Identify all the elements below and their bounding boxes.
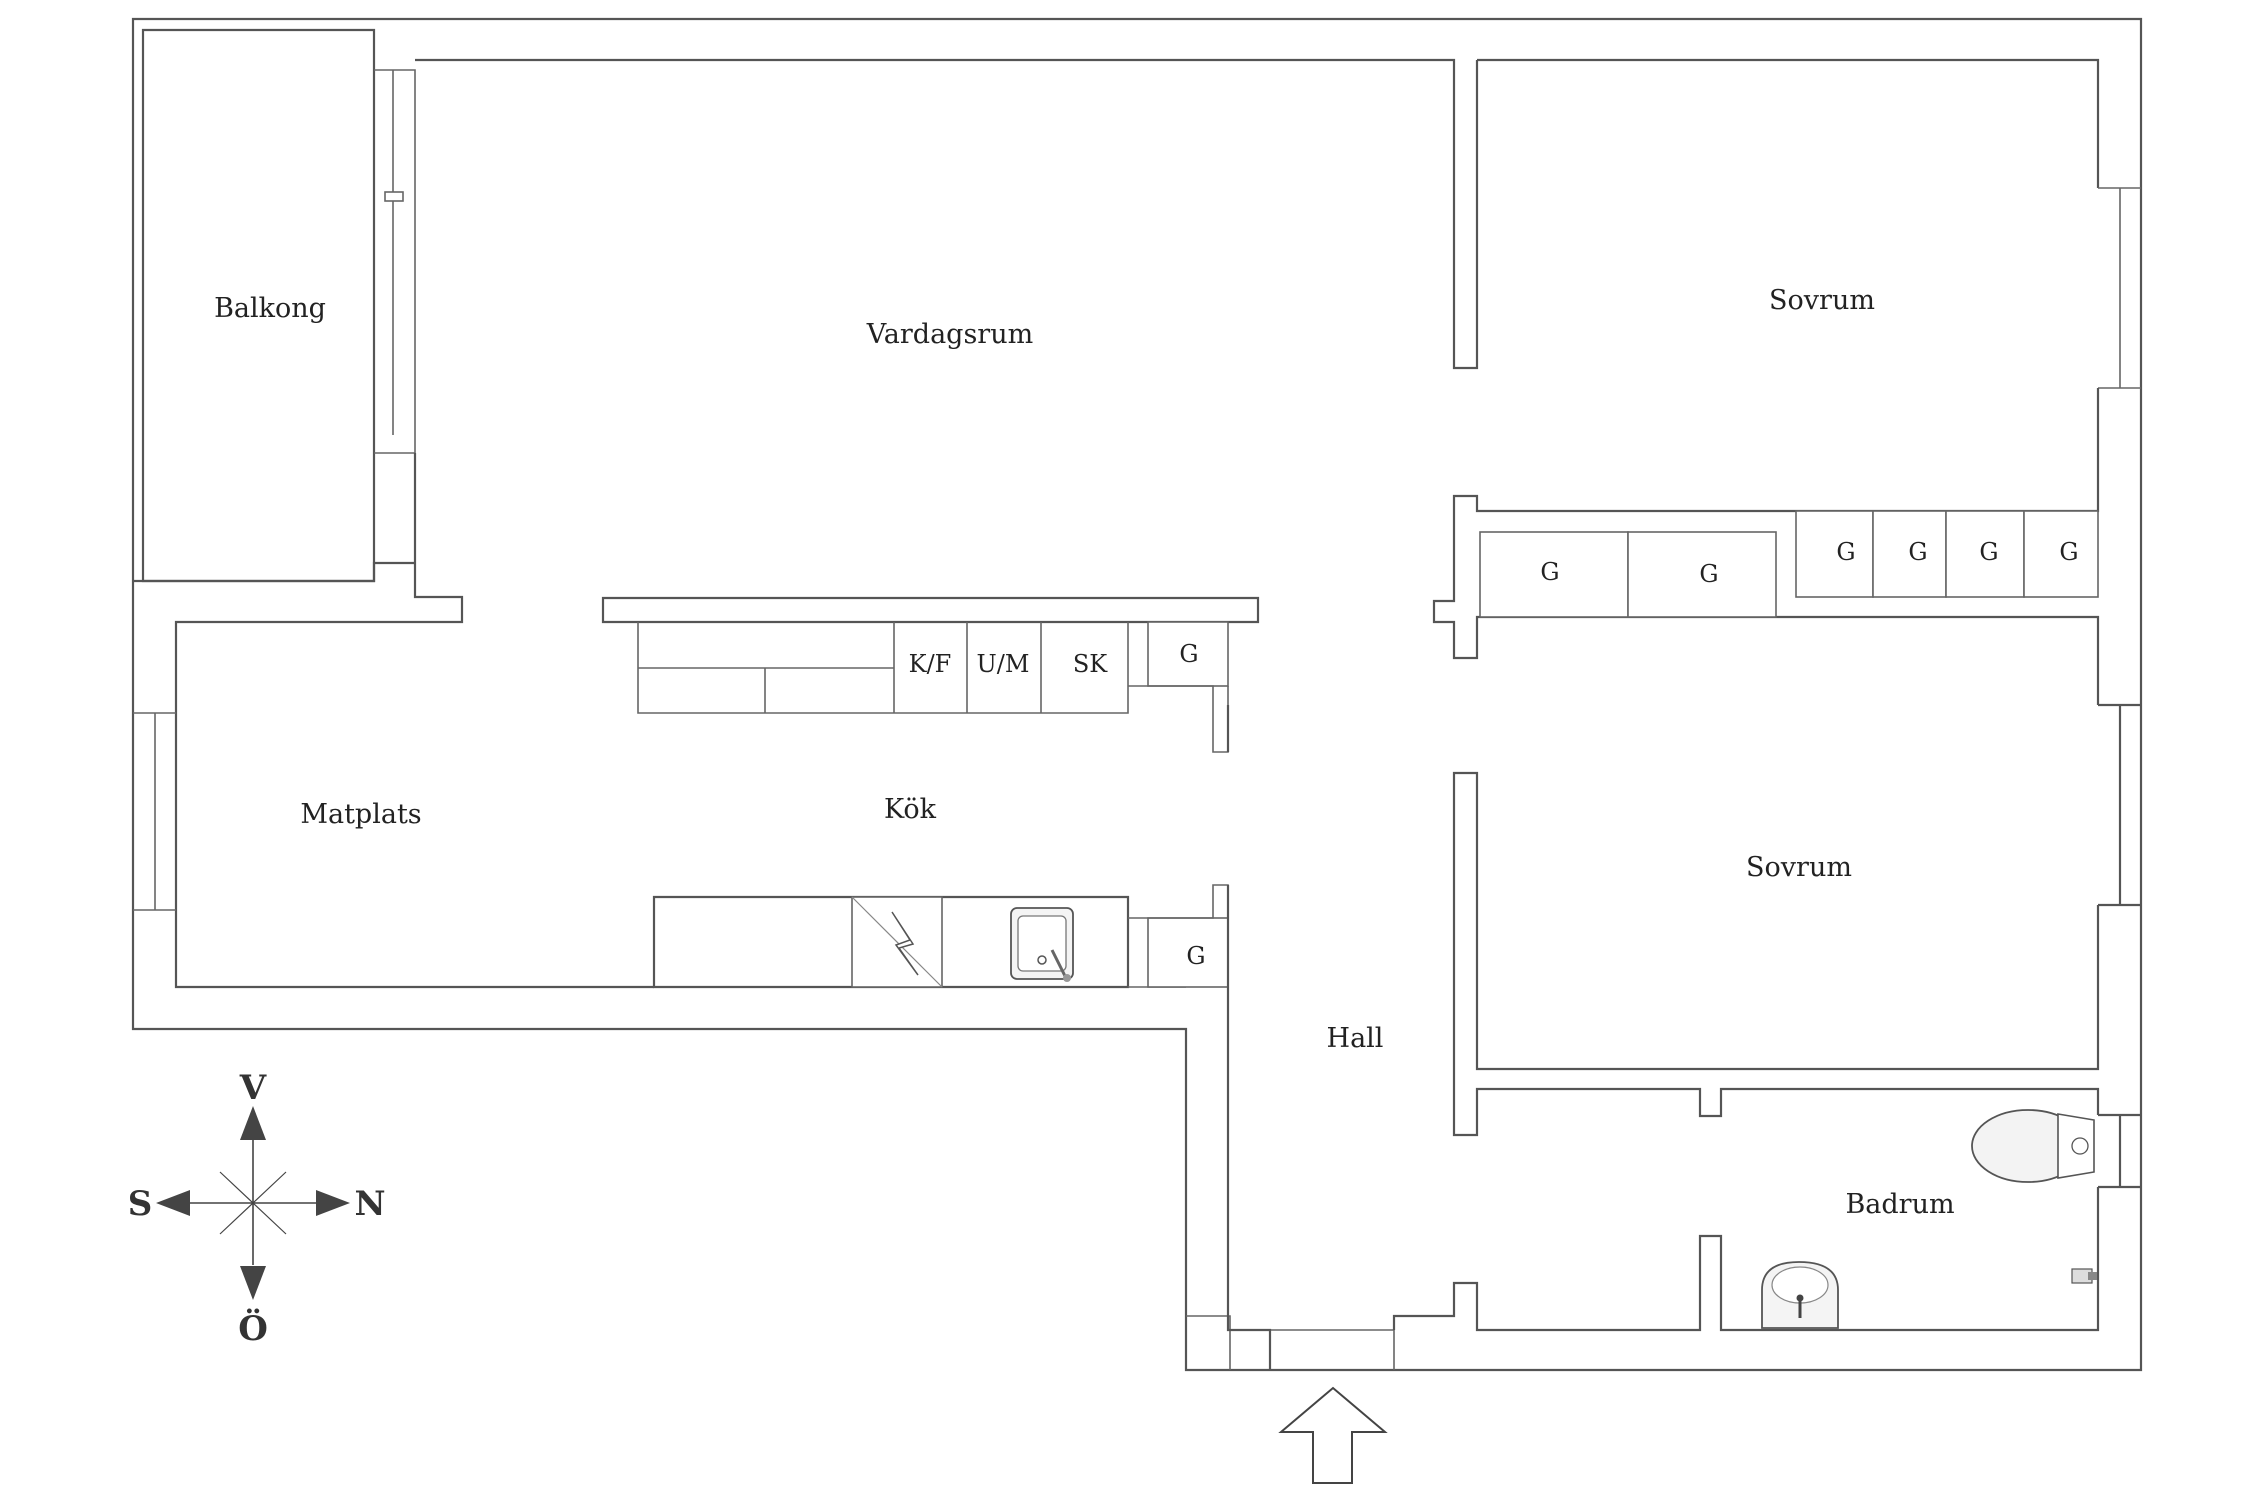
closet-label: G — [1699, 560, 1718, 588]
room-label-vardagsrum: Vardagsrum — [866, 319, 1033, 350]
room-label-sovrum-bottom: Sovrum — [1746, 852, 1852, 883]
closet-label: G — [1186, 942, 1205, 970]
kitchen-sink-icon — [1010, 907, 1074, 982]
outer-walls — [131, 17, 2143, 1372]
top-bedroom-walls — [1432, 58, 2141, 705]
bottom-bedroom-walls — [1452, 703, 2141, 1137]
stove-icon — [851, 896, 943, 988]
shower-valve-icon — [2071, 1268, 2097, 1284]
closets: G G G G G G — [1479, 510, 2099, 618]
closet-label: G — [1540, 558, 1559, 586]
compass-north-label: N — [354, 1184, 385, 1224]
room-labels: Balkong Vardagsrum Sovrum Matplats Kök S… — [214, 285, 1955, 1220]
room-label-balkong: Balkong — [214, 293, 326, 324]
room-label-sovrum-top: Sovrum — [1769, 285, 1875, 316]
room-label-badrum: Badrum — [1845, 1189, 1954, 1220]
compass-rose-icon: V Ö S N — [128, 1068, 386, 1349]
washbasin-icon — [1761, 1261, 1839, 1329]
fridge-freezer-label: K/F — [909, 650, 952, 678]
toilet-icon — [1971, 1109, 2095, 1183]
room-label-kok: Kök — [884, 794, 937, 825]
kitchen-upper-counter: K/F U/M SK G — [601, 596, 1260, 753]
room-label-hall: Hall — [1327, 1023, 1384, 1054]
compass-west-label: V — [239, 1068, 267, 1108]
compass-south-label: S — [128, 1184, 153, 1224]
compass-east-label: Ö — [238, 1308, 268, 1349]
dining-window — [133, 712, 176, 911]
bathroom-walls — [1186, 1113, 2141, 1332]
closet-label: G — [1908, 538, 1927, 566]
closet-label: G — [2059, 538, 2078, 566]
kitchen-lower-counter: G — [652, 705, 1272, 1370]
living-room-walls — [133, 58, 1479, 989]
microwave-oven-label: U/M — [977, 650, 1030, 678]
entrance-arrow-icon — [1278, 1386, 1388, 1484]
dishwasher-label: SK — [1073, 650, 1108, 678]
closet-label: G — [1179, 640, 1198, 668]
closet-label: G — [1836, 538, 1855, 566]
closet-label: G — [1979, 538, 1998, 566]
room-label-matplats: Matplats — [300, 799, 421, 830]
